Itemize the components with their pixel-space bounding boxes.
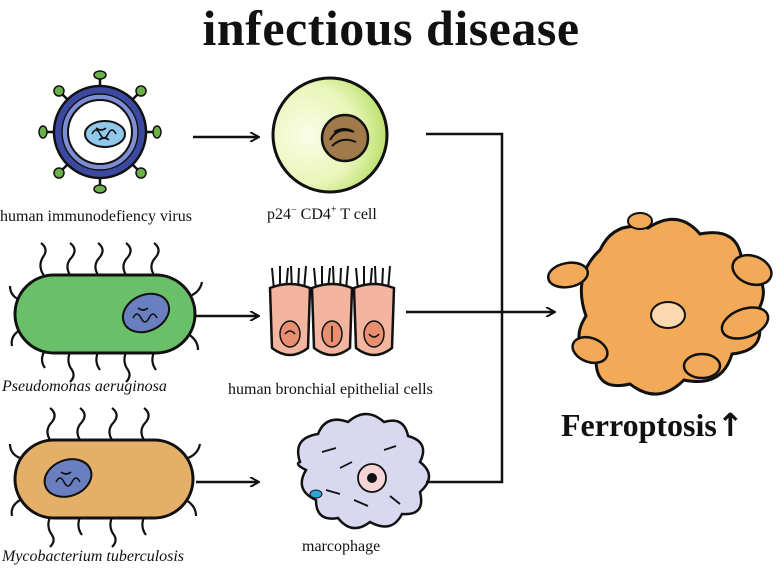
caption-tcell-p24-sup: −	[291, 204, 297, 216]
up-arrow-icon: ↑	[716, 406, 744, 444]
caption-tcell-p24: p24	[267, 206, 291, 223]
ferroptosis-label: Ferroptosis↑	[561, 406, 744, 444]
caption-macrophage: marcophage	[302, 538, 381, 555]
caption-tcell-name: T cell	[336, 206, 377, 223]
caption-pseudomonas: Pseudomonas aeruginosa	[2, 378, 167, 395]
caption-hiv: human immunodefiency virus	[0, 208, 192, 225]
hiv-virus-icon	[38, 70, 162, 194]
connector-to-ferroptosis	[406, 132, 504, 484]
caption-tcell: p24− CD4+ T cell	[267, 205, 377, 225]
caption-tcell-cd4: CD4	[296, 206, 331, 223]
bronchial-epithelial-cells-icon	[268, 265, 396, 357]
ferroptotic-cell-icon	[546, 212, 773, 396]
cd4-t-cell-icon	[271, 76, 389, 194]
macrophage-icon	[296, 412, 431, 530]
caption-epithelial: human bronchial epithelial cells	[228, 381, 433, 398]
mycobacterium-bacterium-icon	[8, 407, 202, 548]
pseudomonas-bacterium-icon	[8, 242, 204, 383]
diagram-title: infectious disease	[202, 0, 580, 56]
ferroptosis-text: Ferroptosis	[561, 407, 717, 443]
caption-tcell-cd4-sup: +	[330, 204, 337, 216]
caption-mycobacterium: Mycobacterium tuberculosis	[2, 548, 185, 565]
